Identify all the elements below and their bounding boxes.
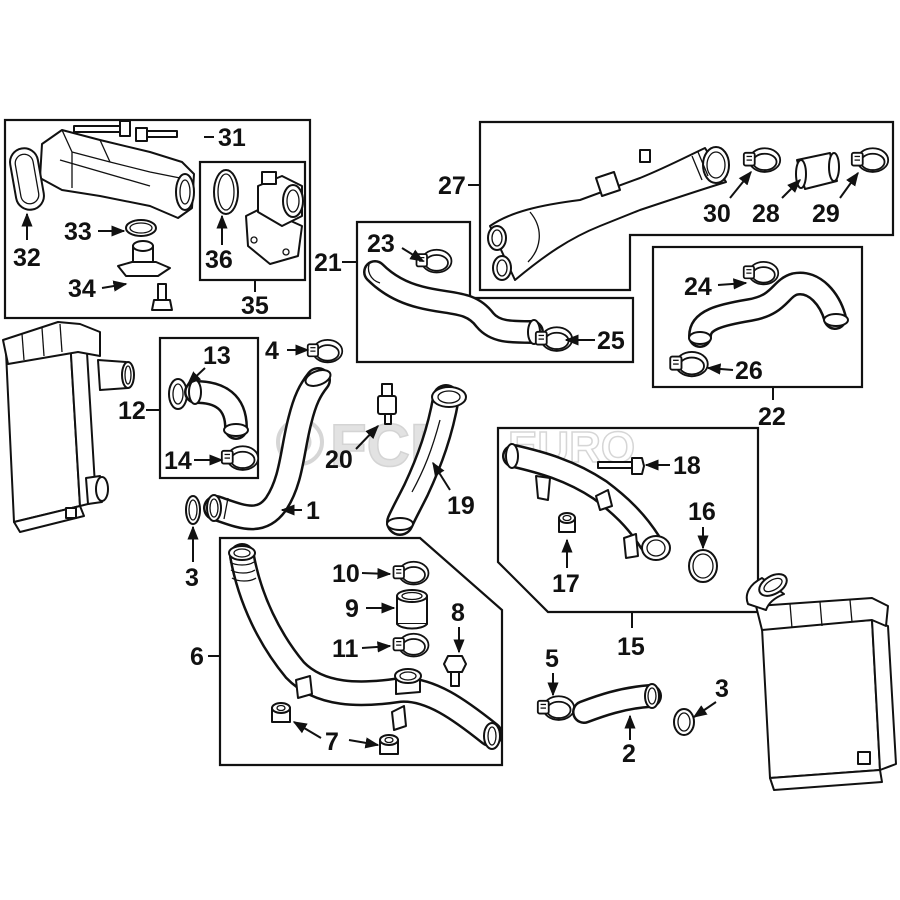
callout-6: 6 xyxy=(190,643,204,671)
part-35-throttle-body xyxy=(245,171,304,265)
callout-31: 31 xyxy=(218,124,246,152)
callout-35: 35 xyxy=(241,292,269,320)
part-27-charge-pipe xyxy=(487,146,730,281)
group-box-31 xyxy=(3,118,312,320)
part-7-bushing-right xyxy=(379,734,399,755)
part-26-hose-clamp xyxy=(669,350,709,378)
part-5-hose-clamp xyxy=(536,695,576,721)
group-box-12 xyxy=(158,336,260,480)
group-box-22 xyxy=(651,245,864,389)
callout-21: 21 xyxy=(314,249,342,277)
callout-8: 8 xyxy=(451,599,465,627)
callout-25: 25 xyxy=(597,327,625,355)
part-20-sensor xyxy=(377,383,397,425)
part-28-sleeve xyxy=(795,152,840,190)
callout-17: 17 xyxy=(552,570,580,598)
callout-26: 26 xyxy=(735,357,763,385)
part-29-hose-clamp xyxy=(850,147,890,173)
callout-27: 27 xyxy=(438,172,466,200)
part-9-sleeve xyxy=(396,589,428,630)
callout-4: 4 xyxy=(265,337,279,365)
callout-1: 1 xyxy=(306,497,320,525)
callout-10: 10 xyxy=(332,560,360,588)
callout-19: 19 xyxy=(447,492,475,520)
part-1-hose xyxy=(203,367,332,531)
part-15-pipe xyxy=(502,443,671,561)
part-33-seal-ring xyxy=(125,219,157,237)
part-18-bolt xyxy=(597,457,645,475)
part-4-hose-clamp xyxy=(306,339,344,364)
callout-11: 11 xyxy=(332,635,359,663)
part-7-bushing-left xyxy=(271,702,291,723)
part-6-charge-pipe xyxy=(228,543,503,750)
callout-28: 28 xyxy=(752,200,780,228)
part-17-bushing xyxy=(558,512,576,533)
callout-18: 18 xyxy=(673,452,701,480)
part-19-pipe xyxy=(386,384,467,536)
group-box-21 xyxy=(355,220,635,364)
group-box-35 xyxy=(198,160,307,282)
group-box-27 xyxy=(478,120,895,292)
callout-32: 32 xyxy=(13,244,41,272)
part-3-o-ring-left xyxy=(185,495,201,525)
part-32-gasket xyxy=(9,147,45,211)
callout-15: 15 xyxy=(617,633,645,661)
leader-lines xyxy=(21,136,859,749)
callout-3-right: 3 xyxy=(715,675,729,703)
callout-20: 20 xyxy=(325,446,353,474)
part-24-hose-clamp xyxy=(742,261,780,286)
callout-14: 14 xyxy=(164,447,192,475)
part-3-o-ring-right xyxy=(673,708,695,736)
callout-12: 12 xyxy=(118,397,146,425)
callout-33: 33 xyxy=(64,218,92,246)
group-box-6 xyxy=(218,536,504,767)
callout-36: 36 xyxy=(205,246,233,274)
callout-23: 23 xyxy=(367,230,395,258)
callout-5: 5 xyxy=(545,645,559,673)
part-2-hose xyxy=(572,683,662,724)
part-8-bolt xyxy=(443,655,467,687)
callout-labels: 31 35 32 33 34 36 21 23 25 27 30 28 29 2… xyxy=(13,124,840,768)
callout-13: 13 xyxy=(203,342,231,370)
part-11-hose-clamp xyxy=(392,632,430,658)
callout-29: 29 xyxy=(812,200,840,228)
part-36-o-ring xyxy=(213,169,239,215)
part-14-hose-clamp xyxy=(220,445,260,471)
part-30-hose-clamp xyxy=(742,147,782,173)
callout-24: 24 xyxy=(684,273,712,301)
callout-34: 34 xyxy=(68,275,96,303)
intercooler-right xyxy=(745,573,897,791)
part-22-hose xyxy=(688,271,849,348)
intercooler-left xyxy=(2,321,135,533)
callout-2: 2 xyxy=(622,740,636,768)
part-16-o-ring xyxy=(688,549,718,583)
callout-3-left: 3 xyxy=(185,564,199,592)
callout-22: 22 xyxy=(758,403,786,431)
part-10-hose-clamp xyxy=(392,560,430,586)
part-34-fitting xyxy=(117,240,173,311)
group-box-15 xyxy=(496,426,760,614)
callout-9: 9 xyxy=(345,595,359,623)
callout-7: 7 xyxy=(325,728,339,756)
callout-30: 30 xyxy=(703,200,731,228)
callout-16: 16 xyxy=(688,498,716,526)
part-31-intake-manifold xyxy=(39,120,195,219)
part-12-elbow-hose xyxy=(184,379,249,440)
